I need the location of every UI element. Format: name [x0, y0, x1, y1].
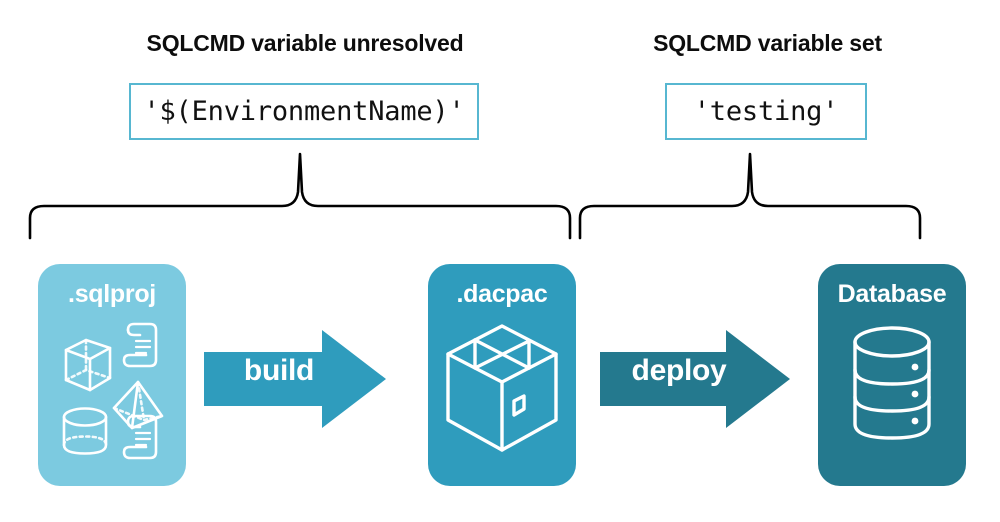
stage-card-database: Database	[818, 264, 966, 486]
database-art	[818, 322, 966, 467]
stage-label-database: Database	[837, 280, 947, 308]
stage-label-sqlproj: .sqlproj	[68, 280, 156, 308]
code-box-environment-name: '$(EnvironmentName)'	[129, 83, 479, 140]
stage-label-dacpac: .dacpac	[456, 280, 548, 308]
database-cylinder-icon	[853, 326, 931, 440]
code-text-environment-name: '$(EnvironmentName)'	[143, 96, 465, 127]
stage-card-dacpac: .dacpac	[428, 264, 576, 486]
sqlproj-art	[38, 316, 186, 471]
wireframe-shapes-and-scripts-icon	[62, 322, 164, 460]
arrow-right-icon	[204, 330, 386, 428]
arrow-deploy: deploy	[600, 330, 790, 433]
heading-sqlcmd-variable-unresolved: SQLCMD variable unresolved	[146, 30, 464, 56]
arrow-build: build	[204, 330, 386, 433]
arrow-label-build: build	[243, 354, 315, 387]
brace-left-icon	[28, 152, 572, 240]
package-box-icon	[446, 324, 558, 452]
heading-sqlcmd-variable-set: SQLCMD variable set	[653, 30, 882, 56]
arrow-label-deploy: deploy	[631, 354, 727, 387]
arrow-right-icon	[600, 330, 790, 428]
stage-card-sqlproj: .sqlproj	[38, 264, 186, 486]
dacpac-art	[428, 316, 576, 471]
code-text-testing: 'testing'	[693, 96, 839, 127]
code-box-testing: 'testing'	[665, 83, 867, 140]
brace-right-icon	[578, 152, 922, 240]
